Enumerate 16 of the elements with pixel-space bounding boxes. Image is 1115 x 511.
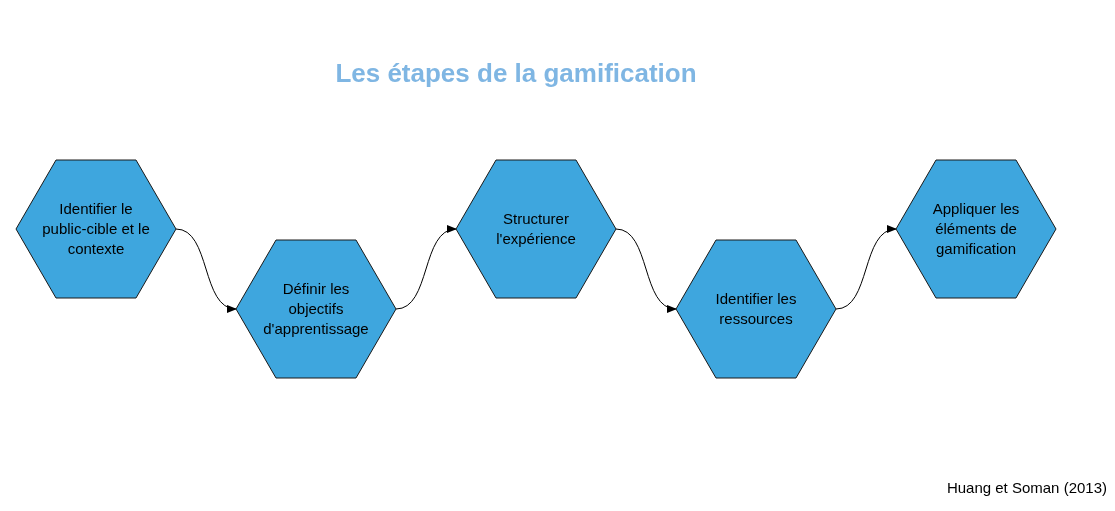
curved-arrow bbox=[615, 228, 677, 312]
curved-arrow bbox=[395, 226, 457, 310]
diagram-title: Les étapes de la gamification bbox=[334, 58, 698, 89]
hexagon-step bbox=[16, 160, 176, 298]
step-label: Définir les objectifs d'apprentissage bbox=[262, 279, 370, 339]
hexagon-step bbox=[896, 160, 1056, 298]
source-citation: Huang et Soman (2013) bbox=[946, 479, 1107, 496]
curved-arrow bbox=[835, 226, 897, 310]
hexagon-step bbox=[676, 240, 836, 378]
curved-arrow bbox=[175, 228, 237, 312]
step-label: Identifier les ressources bbox=[714, 289, 798, 329]
step-label: Identifier le public-cible et le contexte bbox=[42, 199, 150, 259]
step-label: Appliquer les éléments de gamification bbox=[931, 199, 1021, 259]
step-label: Structurer l'expérience bbox=[495, 209, 577, 249]
hexagon-step bbox=[236, 240, 396, 378]
hexagon-step bbox=[456, 160, 616, 298]
